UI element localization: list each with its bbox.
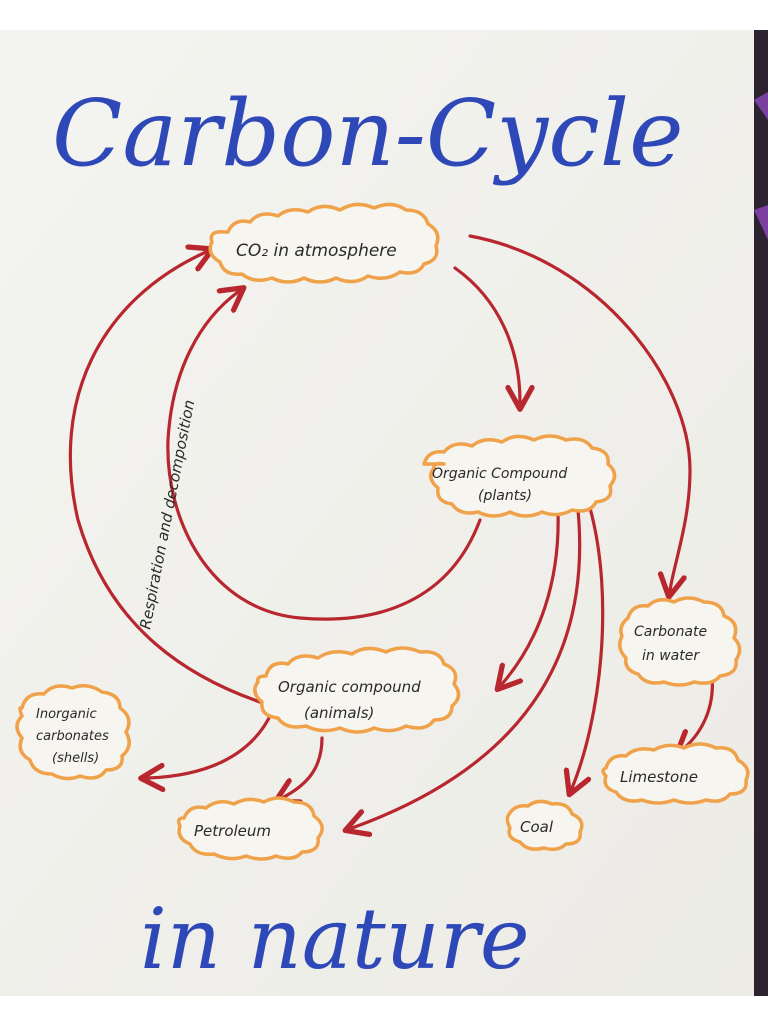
animals-label-line2: (animals) <box>304 704 374 722</box>
arrow-plants-to-co2-inner <box>166 292 482 621</box>
node-plants: Organic Compound (plants) <box>422 434 617 518</box>
cloud-outline <box>253 646 461 734</box>
arrow-plants-to-coal <box>572 506 605 788</box>
arrow-animals-to-shells <box>148 710 274 778</box>
purple-edge-mark <box>754 92 768 120</box>
title-in-nature: in nature <box>140 890 530 988</box>
cloud-outline <box>422 434 617 518</box>
arrow-animals-to-petroleum <box>282 736 324 798</box>
node-petroleum: Petroleum <box>176 796 324 861</box>
cloud-outline <box>601 742 750 805</box>
co2-label: CO₂ in atmosphere <box>236 241 397 261</box>
node-coal: Coal <box>505 799 584 852</box>
plants-label-line2: (plants) <box>478 488 532 504</box>
plants-label-line1: Organic Compound <box>432 466 567 482</box>
node-carbonate-water: Carbonate in water <box>618 596 742 687</box>
coal-label: Coal <box>520 818 554 836</box>
node-co2-atmosphere: CO₂ in atmosphere <box>208 202 440 284</box>
carbonate-label-line1: Carbonate <box>634 624 707 640</box>
limestone-label: Limestone <box>620 768 698 786</box>
cloud-outline <box>176 796 324 861</box>
animals-label-line1: Organic compound <box>278 678 421 696</box>
cloud-outline <box>208 202 440 284</box>
arrow-plants-to-animals <box>502 510 560 684</box>
inorganic-label-line2: carbonates <box>36 729 109 744</box>
petroleum-label: Petroleum <box>194 822 271 840</box>
inorganic-label-line1: Inorganic <box>36 707 97 722</box>
cloud-outline <box>618 596 742 687</box>
title-carbon-cycle: Carbon-Cycle <box>52 80 684 187</box>
arrow-co2-to-plants <box>453 266 520 402</box>
arrow-co2-to-carbonate <box>468 234 692 590</box>
inorganic-label-line3: (shells) <box>52 751 99 766</box>
paper-sheet <box>0 30 754 996</box>
arrow-animals-to-co2-outer <box>68 252 274 708</box>
purple-edge-mark-2 <box>754 205 768 240</box>
cloud-outline <box>15 684 131 781</box>
node-inorganic-carbonates: Inorganic carbonates (shells) <box>15 684 131 781</box>
arrow-plants-to-petroleum <box>352 508 582 828</box>
node-animals: Organic compound (animals) <box>253 646 461 734</box>
carbonate-label-line2: in water <box>642 648 700 664</box>
background-edge <box>754 30 768 996</box>
cloud-outline <box>505 799 584 852</box>
node-limestone: Limestone <box>601 742 750 805</box>
